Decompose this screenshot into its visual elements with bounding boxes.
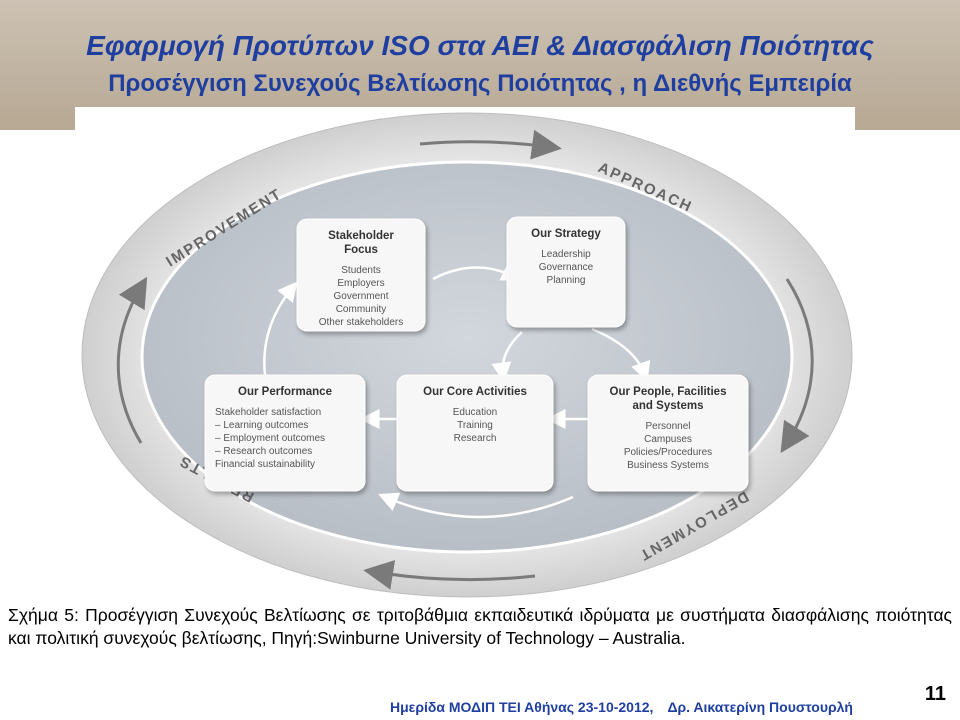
flow-arrow-people-performance — [378, 492, 574, 519]
slide-subtitle: Προσέγγιση Συνεχούς Βελτίωσης Ποιότητας … — [108, 70, 852, 97]
ring-arrow-top — [419, 129, 562, 160]
box-performance-item: Financial sustainability — [215, 459, 315, 470]
box-stakeholder-title: Stakeholder — [328, 230, 394, 242]
box-stakeholder-item: Employers — [337, 278, 384, 289]
box-strategy-item: Governance — [539, 262, 594, 273]
box-people: Our People, Facilities and SystemsPersonn… — [587, 374, 749, 492]
boxes-layer: StakeholderFocusStudentsEmployersGovernm… — [204, 216, 749, 492]
box-stakeholder-item: Students — [341, 265, 380, 276]
box-people-title: and Systems — [633, 400, 704, 412]
footer: Ημερίδα ΜΟΔΙΠ ΤΕΙ Αθήνας 23-10-2012, Δρ. … — [390, 699, 910, 715]
box-people-title: Our People, Facilities — [610, 386, 727, 398]
flow-arrow-strategy-people — [591, 327, 651, 383]
flow-arrow-strategy-core — [491, 331, 523, 383]
box-performance-item: Stakeholder satisfaction — [215, 407, 321, 418]
box-people-item: Personnel — [645, 421, 690, 432]
continuous-improvement-diagram: IMPROVEMENT APPROACH DEPLOYMENT RESULTS … — [81, 112, 853, 598]
box-people-bg — [587, 374, 749, 492]
box-core: Our Core ActivitiesEducationTrainingRese… — [396, 374, 554, 492]
box-strategy-item: Planning — [547, 275, 586, 286]
box-core-item: Research — [454, 433, 497, 444]
box-performance-title: Our Performance — [238, 386, 332, 398]
ring-arrow-bottom — [363, 560, 536, 590]
box-performance-bg — [204, 374, 366, 492]
footer-author: Δρ. Αικατερίνη Πουστουρλή — [667, 699, 853, 715]
box-core-title: Our Core Activities — [423, 386, 527, 398]
flow-arrow-performance-stakeholder — [263, 281, 298, 376]
page-number: 11 — [924, 683, 946, 705]
box-core-bg — [396, 374, 554, 492]
slide-title: Εφαρμογή Προτύπων ISO στα ΑΕΙ & Διασφάλι… — [86, 30, 874, 61]
figure-caption: Σχήμα 5: Προσέγγιση Συνεχούς Βελτίωσης σ… — [8, 605, 952, 648]
box-core-item: Education — [453, 407, 497, 418]
ring-arrow-right — [780, 278, 814, 454]
box-performance-item: – Employment outcomes — [215, 433, 325, 444]
box-stakeholder-bg — [296, 218, 426, 332]
box-performance-item: – Research outcomes — [215, 446, 312, 457]
box-people-item: Business Systems — [627, 460, 709, 471]
box-stakeholder-item: Government — [333, 291, 388, 302]
box-stakeholder-item: Other stakeholders — [319, 317, 404, 328]
box-core-item: Training — [457, 420, 493, 431]
box-strategy-bg — [506, 216, 626, 328]
box-people-item: Policies/Procedures — [624, 447, 712, 458]
diagram-area: IMPROVEMENT APPROACH DEPLOYMENT RESULTS … — [75, 107, 855, 600]
box-strategy-title: Our Strategy — [531, 228, 601, 240]
box-strategy-item: Leadership — [541, 249, 591, 260]
ring-arrow-left — [116, 276, 148, 444]
box-stakeholder-title: Focus — [344, 244, 378, 256]
box-stakeholder-item: Community — [336, 304, 387, 315]
footer-event: Ημερίδα ΜΟΔΙΠ ΤΕΙ Αθήνας 23-10-2012, — [390, 699, 654, 715]
box-stakeholder: StakeholderFocusStudentsEmployersGovernm… — [296, 218, 426, 332]
box-performance-item: – Learning outcomes — [215, 420, 308, 431]
box-people-item: Campuses — [644, 434, 692, 445]
